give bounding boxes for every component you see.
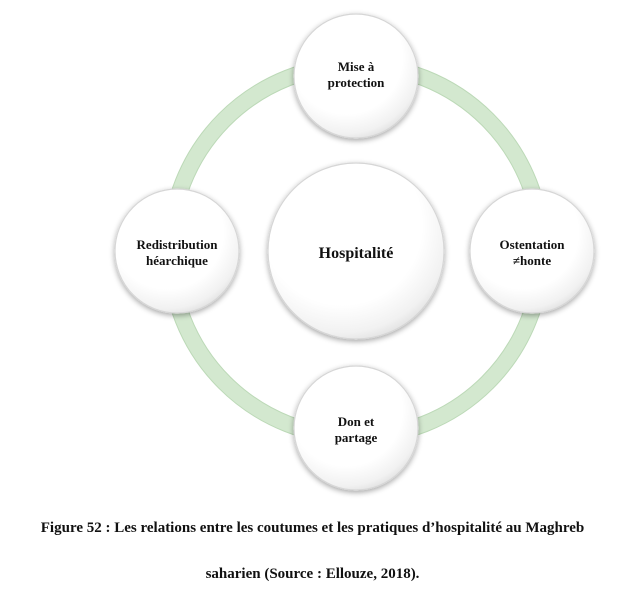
figure-caption-line-2: saharien (Source : Ellouze, 2018).	[205, 566, 420, 582]
node-left-label-line2: héarchique	[146, 253, 208, 268]
node-mise-a-protection: Mise à protection	[293, 13, 419, 139]
node-redistribution-hierarchique: Redistribution héarchique	[114, 188, 240, 314]
node-don-et-partage: Don et partage	[293, 365, 419, 491]
node-top-label-line1: Mise à	[338, 59, 375, 74]
node-left-label-line1: Redistribution	[137, 237, 219, 252]
node-top-label-line2: protection	[328, 75, 386, 90]
hospitality-cycle-diagram: Hospitalité Mise à protection Ostentatio…	[114, 13, 595, 491]
node-right-label-line2: ≠honte	[513, 253, 551, 268]
node-ostentation-honte: Ostentation ≠honte	[469, 188, 595, 314]
figure-caption-line-1: Figure 52 : Les relations entre les cout…	[40, 520, 585, 536]
node-right-label-line1: Ostentation	[500, 237, 566, 252]
center-node-label: Hospitalité	[319, 245, 394, 262]
node-bottom-label-line2: partage	[335, 430, 378, 445]
node-bottom-label-line1: Don et	[338, 414, 375, 429]
center-node-hospitalite: Hospitalité	[267, 162, 445, 340]
